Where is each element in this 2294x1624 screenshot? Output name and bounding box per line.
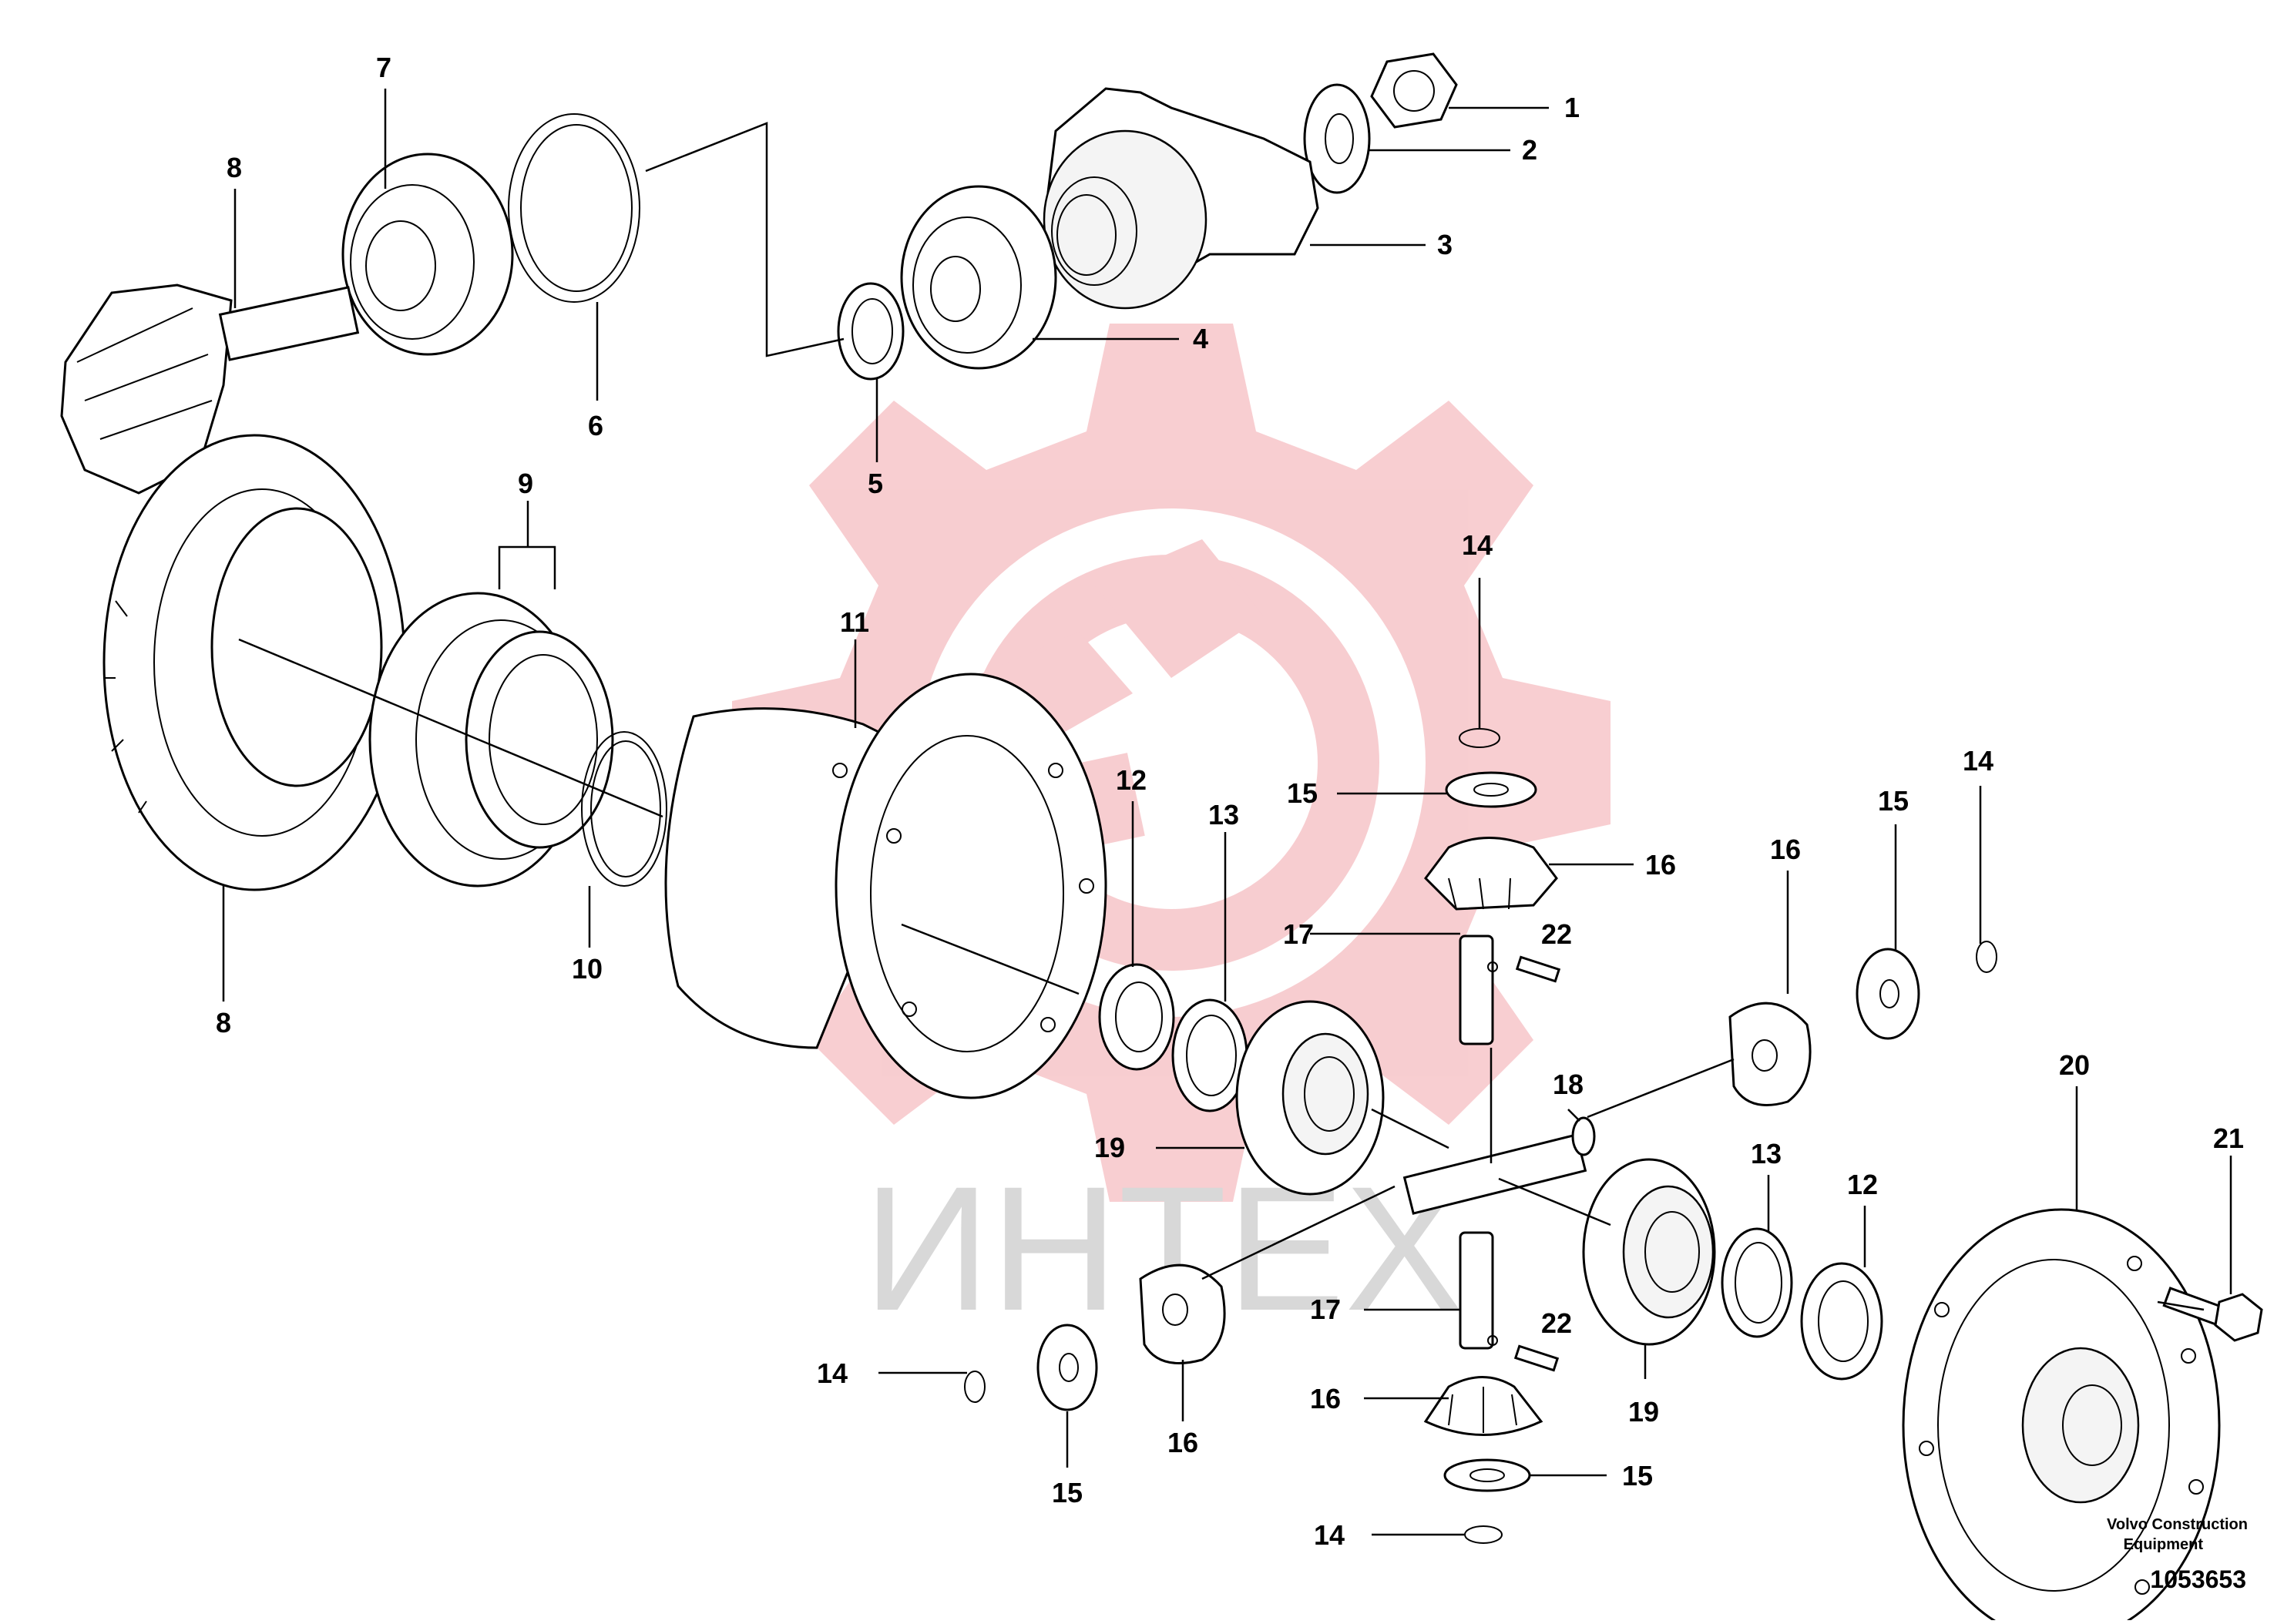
part-4-bearing (900, 185, 1057, 370)
callout-16-right: 16 (1770, 834, 1801, 865)
callout-17-top: 17 (1283, 918, 1314, 950)
callout-labels: 1 2 3 4 5 6 7 8 8 9 10 11 12 13 14 15 16… (216, 52, 2244, 1551)
callout-8-pinion: 8 (227, 152, 242, 183)
callout-22-bottom: 22 (1541, 1307, 1572, 1339)
callout-17-bottom: 17 (1310, 1293, 1341, 1325)
part-16-pinion-top (1424, 837, 1558, 911)
callout-20: 20 (2059, 1049, 2090, 1081)
part-18-spider-shaft (1402, 1116, 1596, 1215)
part-1-hex-nut (1370, 52, 1458, 129)
part-22-roll-pin-top (1515, 955, 1561, 983)
callout-21: 21 (2213, 1122, 2244, 1154)
callout-14-top: 14 (1462, 529, 1493, 561)
callout-16-top: 16 (1645, 849, 1676, 881)
callout-12-a: 12 (1116, 764, 1147, 796)
callout-14-bottom: 14 (1314, 1519, 1345, 1551)
part-11-housing (664, 673, 1107, 1099)
part-8-pinion (60, 284, 360, 495)
drawing-number: 1053653 (2150, 1565, 2246, 1593)
part-6-snap-ring (508, 113, 640, 303)
part-15-washer-bottom (1443, 1458, 1531, 1492)
part-17-pin-top (1459, 934, 1498, 1045)
part-14-circlip-right (1976, 941, 1997, 973)
part-16-pinion-left (1139, 1263, 1226, 1364)
callout-10: 10 (572, 953, 603, 985)
part-14-circlip-bottom (1464, 1525, 1503, 1544)
leader-lines (222, 89, 2232, 1536)
part-19-side-gear-a (1235, 1000, 1385, 1196)
callout-16-bottom: 16 (1310, 1383, 1341, 1414)
part-2-washer (1303, 83, 1371, 194)
callout-15-top: 15 (1287, 777, 1318, 809)
part-12-thrust-washer-a (1098, 963, 1175, 1071)
part-14-circlip-left (964, 1371, 986, 1403)
callout-15-right: 15 (1878, 785, 1909, 817)
part-3-flange (1043, 87, 1319, 310)
callout-7: 7 (376, 52, 391, 83)
callout-5: 5 (868, 468, 883, 499)
callout-2: 2 (1522, 134, 1537, 166)
callout-3: 3 (1437, 229, 1453, 260)
callout-12-b: 12 (1847, 1169, 1878, 1200)
callout-8-ring-gear: 8 (216, 1007, 231, 1038)
part-15-washer-top (1445, 771, 1537, 808)
part-21-bolt (2162, 1287, 2263, 1342)
part-7-roller-bearing (341, 153, 514, 356)
part-16-pinion-right (1728, 1002, 1812, 1106)
part-9-clutch-pack (368, 592, 614, 887)
part-14-circlip-top (1459, 728, 1500, 748)
part-19-side-gear-b (1582, 1158, 1716, 1346)
callout-22-top: 22 (1541, 918, 1572, 950)
callout-11: 11 (840, 606, 869, 638)
manufacturer-line1: Volvo Construction (2107, 1516, 2248, 1533)
part-13-shim-b (1721, 1227, 1793, 1338)
part-12-thrust-washer-b (1800, 1262, 1883, 1381)
callout-9: 9 (518, 468, 533, 499)
part-17-pin-bottom (1459, 1231, 1498, 1350)
part-8-ring-gear (102, 434, 406, 891)
callout-15-left: 15 (1052, 1477, 1083, 1508)
callout-18: 18 (1553, 1069, 1584, 1100)
callout-14-left: 14 (817, 1357, 848, 1389)
callout-13-a: 13 (1208, 799, 1239, 830)
part-16-pinion-bottom (1423, 1376, 1543, 1436)
callout-13-b: 13 (1751, 1138, 1782, 1169)
callout-4: 4 (1193, 323, 1208, 354)
part-15-washer-right (1856, 948, 1920, 1040)
part-10-snap-ring (581, 731, 667, 887)
part-15-washer-left (1036, 1324, 1098, 1411)
assembly-lines (238, 122, 2205, 1311)
callout-14-right: 14 (1963, 745, 1993, 777)
callout-19-a: 19 (1094, 1132, 1125, 1163)
callout-6: 6 (588, 410, 603, 441)
manufacturer-line2: Equipment (2123, 1536, 2203, 1553)
part-20-cover (1902, 1208, 2221, 1624)
callout-19-b: 19 (1628, 1396, 1659, 1428)
part-22-roll-pin-bottom (1513, 1344, 1560, 1372)
callout-16-left: 16 (1167, 1427, 1198, 1458)
part-5-seal (837, 282, 905, 381)
callout-1: 1 (1564, 92, 1580, 123)
callout-15-bottom: 15 (1622, 1460, 1653, 1491)
